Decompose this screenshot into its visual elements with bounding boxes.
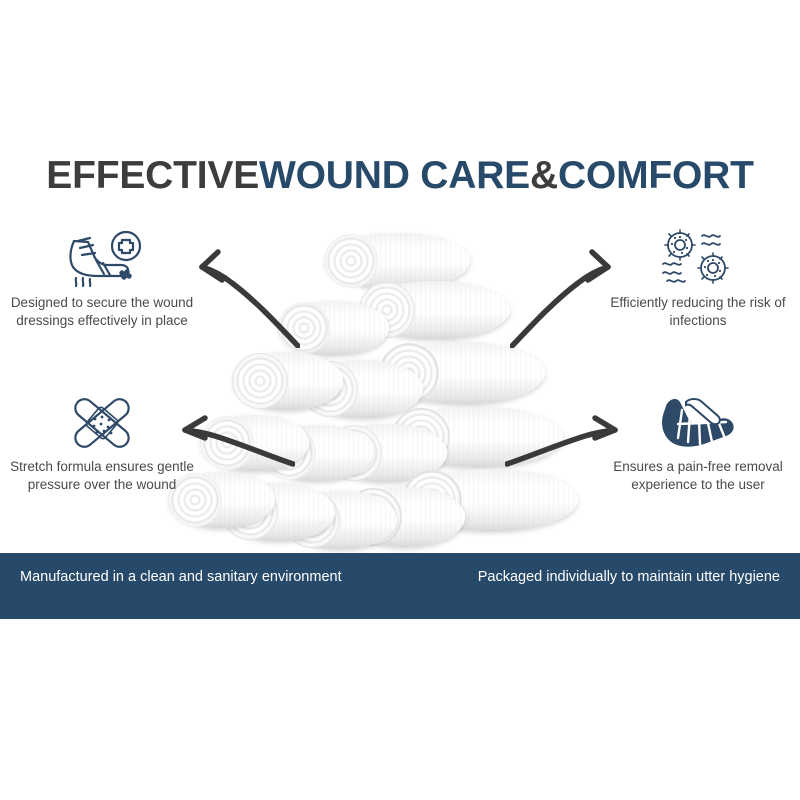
crossed-adhesive-bandages-icon: [74, 398, 130, 448]
roll-end-cap: [232, 353, 288, 409]
feature-label: Efficiently reducing the risk of infecti…: [610, 295, 786, 328]
feature-label: Ensures a pain-free removal experience t…: [613, 459, 783, 492]
roll-end-cap: [324, 234, 378, 288]
product-image-bandage-stack: [168, 225, 625, 585]
feature-designed-to-secure: Designed to secure the wound dressings e…: [2, 226, 202, 329]
wrapped-foot-bandage-icon: [662, 398, 734, 447]
bottom-banner: Manufactured in a clean and sanitary env…: [0, 553, 800, 619]
bandage-roll: [324, 233, 470, 289]
feature-label: Stretch formula ensures gentle pressure …: [10, 459, 194, 492]
bandage-roll: [232, 352, 343, 410]
feature-label: Designed to secure the wound dressings e…: [10, 295, 194, 328]
icon-container: [2, 226, 202, 288]
banner-right-text: Packaged individually to maintain utter …: [477, 569, 780, 585]
icon-container: [598, 226, 798, 288]
title-part-comfort: COMFORT: [557, 154, 754, 197]
bandage-roll: [168, 472, 275, 528]
germs-and-waves-icon: [662, 229, 729, 284]
title-part-ampersand: &: [530, 154, 558, 197]
banner-left-text: Manufactured in a clean and sanitary env…: [20, 569, 342, 585]
page-title: EFFECTIVEWOUND CARE&COMFORT: [0, 154, 800, 198]
roll-end-cap: [200, 416, 254, 470]
bandage-roll: [200, 415, 309, 471]
feature-pain-free-removal: Ensures a pain-free removal experience t…: [598, 390, 798, 493]
feature-reducing-infections: Efficiently reducing the risk of infecti…: [598, 226, 798, 329]
title-part-effective: EFFECTIVE: [46, 154, 260, 197]
icon-container: [598, 390, 798, 452]
bandage-roll: [278, 301, 389, 355]
feature-stretch-formula: Stretch formula ensures gentle pressure …: [2, 390, 202, 493]
bandaged-foot-with-medical-cross-icon: [69, 230, 142, 288]
icon-container: [2, 390, 202, 452]
title-part-wound-care: WOUND CARE: [259, 154, 530, 197]
roll-end-cap: [168, 473, 222, 527]
roll-end-cap: [278, 302, 330, 354]
